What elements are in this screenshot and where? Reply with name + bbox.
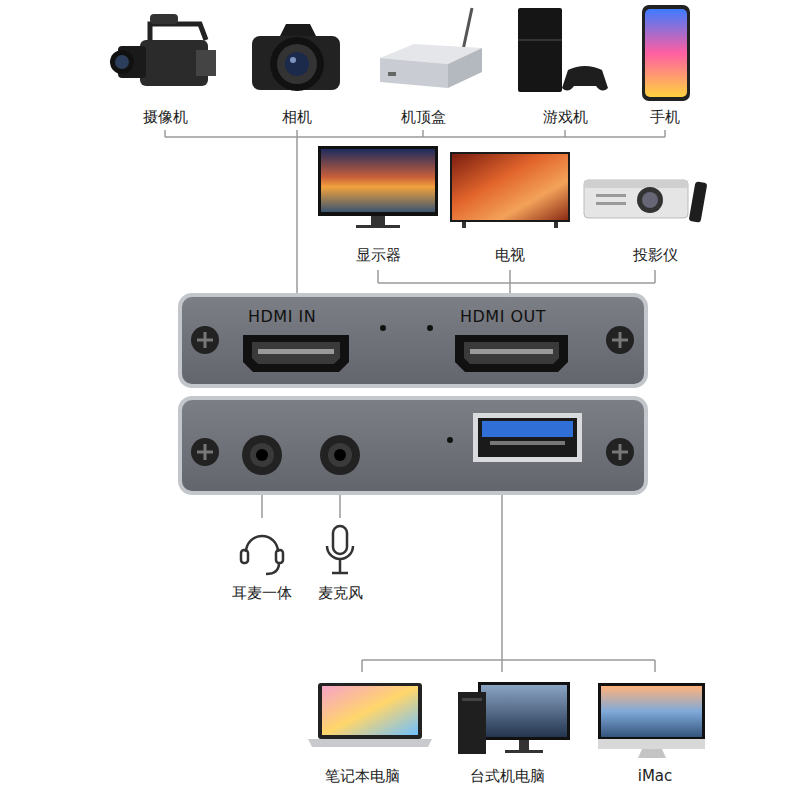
device-label: iMac	[638, 767, 673, 785]
device-label: 摄像机	[143, 108, 188, 126]
device-panel: HDMI IN HDMI OUT	[178, 293, 648, 388]
microphone-icon	[327, 526, 353, 573]
set-top-box-icon	[380, 8, 482, 88]
device-label: 台式机电脑	[470, 767, 545, 785]
projector-icon	[584, 180, 707, 223]
device-label: 手机	[650, 108, 680, 126]
device-label: 相机	[282, 108, 312, 126]
phone-icon	[642, 5, 690, 101]
front-panel	[180, 295, 646, 386]
device-label: 机顶盒	[401, 108, 446, 126]
game-console-icon	[518, 8, 608, 92]
monitor-icon	[318, 146, 438, 228]
device-label: 麦克风	[318, 584, 363, 602]
imac-icon	[598, 683, 705, 758]
camcorder-icon	[110, 14, 216, 86]
camera-icon	[252, 24, 340, 91]
back-panel	[180, 398, 646, 493]
tv-icon	[450, 152, 570, 228]
device-label: 投影仪	[633, 246, 678, 264]
device-label: 游戏机	[543, 108, 588, 126]
port-label: HDMI OUT	[460, 307, 546, 326]
port-label: HDMI IN	[248, 307, 316, 326]
wire-lines	[165, 130, 665, 672]
device-label: 显示器	[356, 246, 401, 264]
device-label: 耳麦一体	[232, 584, 292, 602]
device-label: 电视	[495, 246, 525, 264]
device-label: 笔记本电脑	[325, 767, 400, 785]
laptop-icon	[308, 683, 432, 747]
headset-icon	[241, 536, 283, 574]
desktop-icon	[458, 682, 570, 754]
